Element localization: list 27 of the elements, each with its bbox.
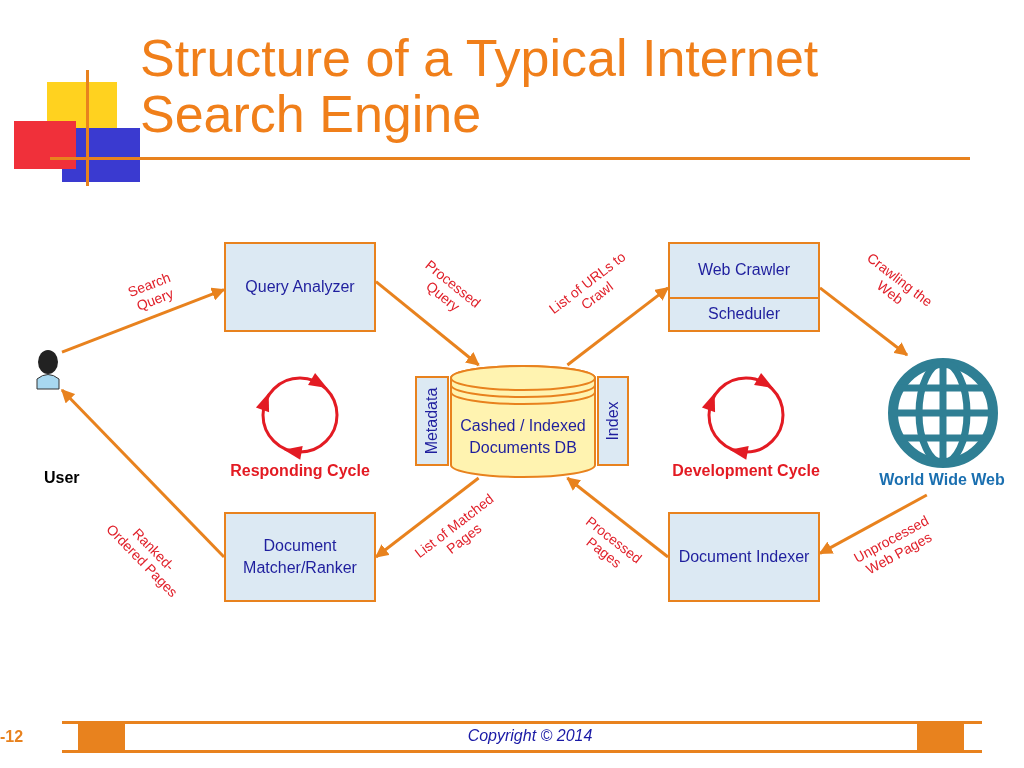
globe-label: World Wide Web	[878, 471, 1006, 489]
box-label: Metadata	[422, 387, 441, 455]
copyright-notice: Copyright © 2014	[466, 727, 594, 745]
box-label: Index	[603, 401, 622, 441]
arrow	[60, 388, 226, 559]
user-label: User	[44, 469, 80, 487]
box-label: Query Analyzer	[244, 277, 356, 297]
arrow	[61, 287, 226, 354]
process-box	[224, 512, 376, 602]
arrow	[566, 476, 669, 559]
slide-number: -12	[0, 728, 24, 746]
arrow	[566, 286, 670, 367]
title: Structure of a Typical Internet Search Engine	[140, 30, 820, 142]
box-label: Document Matcher/Ranker	[242, 536, 358, 578]
arrow	[375, 280, 480, 367]
process-box	[668, 242, 820, 332]
process-box	[668, 512, 820, 602]
arrow	[819, 286, 909, 357]
side-box	[415, 376, 449, 466]
box-label: Web Crawler	[697, 260, 791, 281]
database-label: Cashed / Indexed Documents DB	[459, 416, 587, 458]
box-label: Document Indexer	[677, 547, 811, 567]
process-box	[224, 242, 376, 332]
box-label: Scheduler	[707, 304, 780, 325]
side-box	[597, 376, 629, 466]
cycle-label: Development Cycle	[671, 462, 821, 480]
cycle-label: Responding Cycle	[229, 462, 371, 480]
